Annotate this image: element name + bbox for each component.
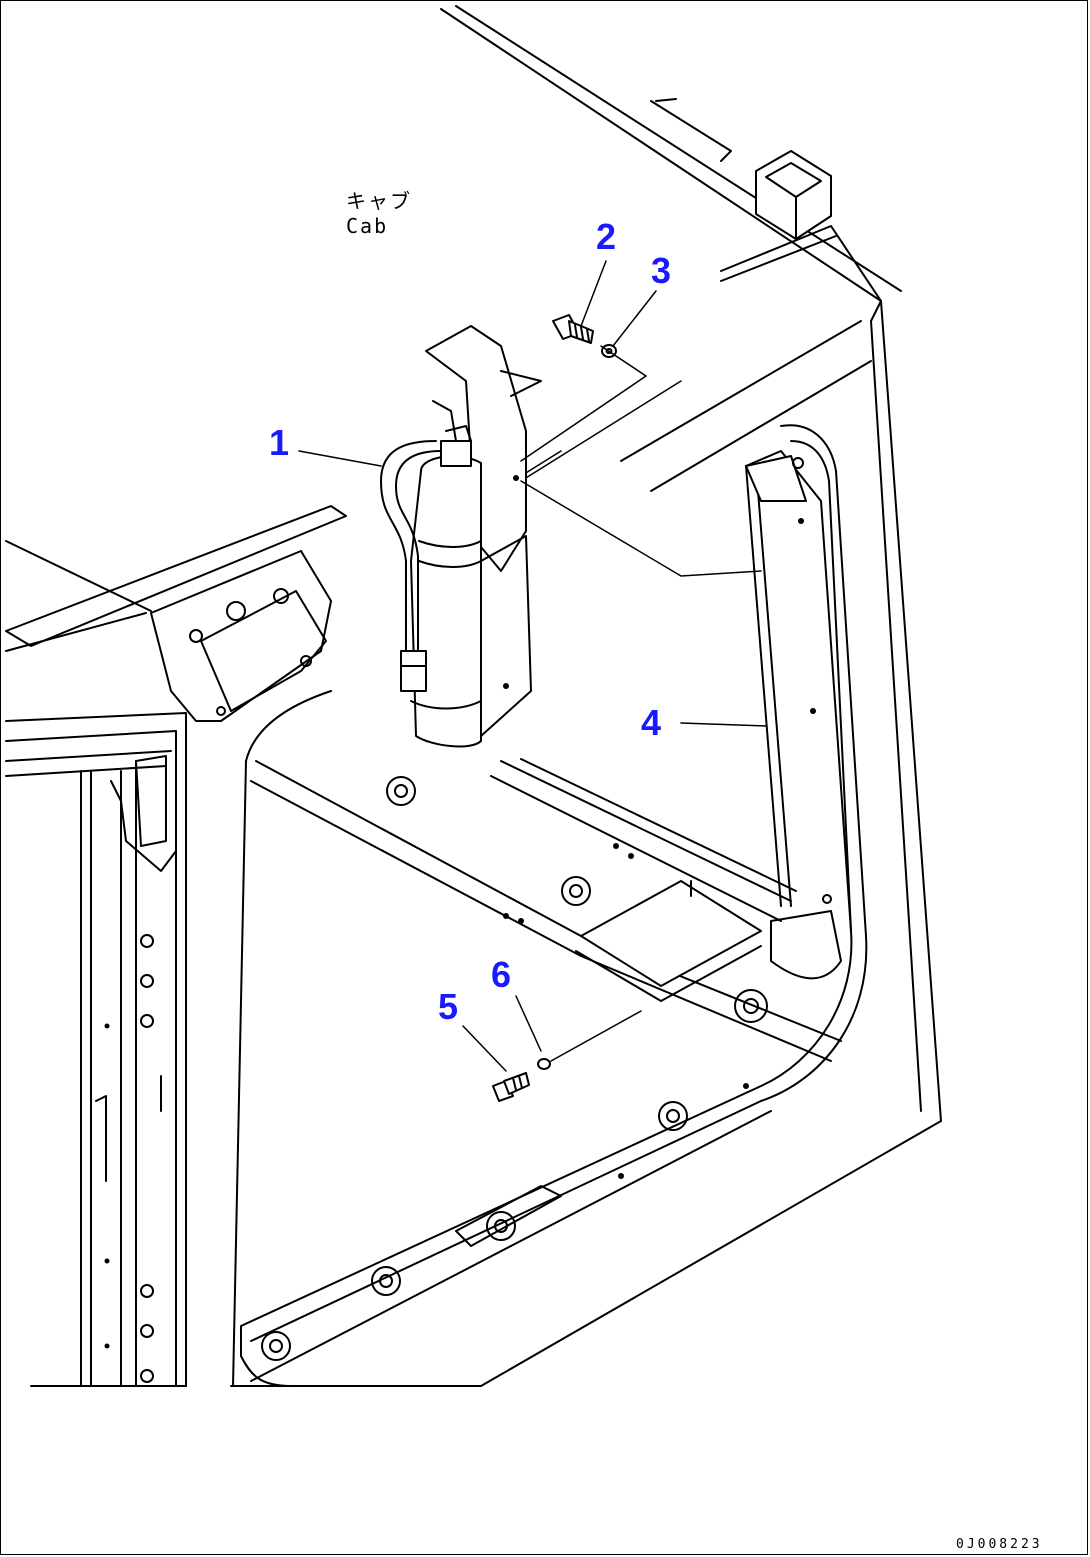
callout-1: 1 (269, 422, 290, 463)
leader-4b (520, 480, 762, 577)
part-6-washer (537, 1058, 551, 1070)
floor-rail (250, 758, 842, 1062)
part-4-handrail (240, 424, 868, 1387)
part-2-bolt (552, 314, 594, 344)
part-5-bolt (492, 1072, 530, 1102)
leader-4 (680, 722, 767, 727)
leader-lines (298, 260, 767, 1072)
left-frame (5, 505, 347, 1387)
leader-5 (462, 1025, 507, 1072)
callout-4: 4 (641, 702, 662, 743)
part-3-washer (601, 344, 617, 358)
part-5-6-assembly-line (550, 1010, 642, 1062)
part-2-3-assembly-line (520, 345, 648, 462)
leader-2 (580, 260, 607, 327)
window-opening (230, 690, 482, 1387)
cab-label-en: Cab (346, 214, 389, 238)
drawing-id: 0J008223 (956, 1537, 1043, 1552)
callout-6: 6 (491, 954, 512, 995)
callout-5: 5 (438, 986, 459, 1027)
leader-3 (612, 290, 657, 347)
callout-2: 2 (596, 216, 617, 257)
cab-label-jp: キャブ (346, 189, 412, 213)
cab-label: キャブ Cab (346, 189, 412, 239)
callout-3: 3 (651, 250, 672, 291)
leader-6 (515, 995, 542, 1052)
cab-shell (5, 5, 942, 1387)
leader-1 (298, 450, 382, 467)
post-holes (104, 934, 154, 1383)
part-1-fire-extinguisher (380, 325, 542, 748)
